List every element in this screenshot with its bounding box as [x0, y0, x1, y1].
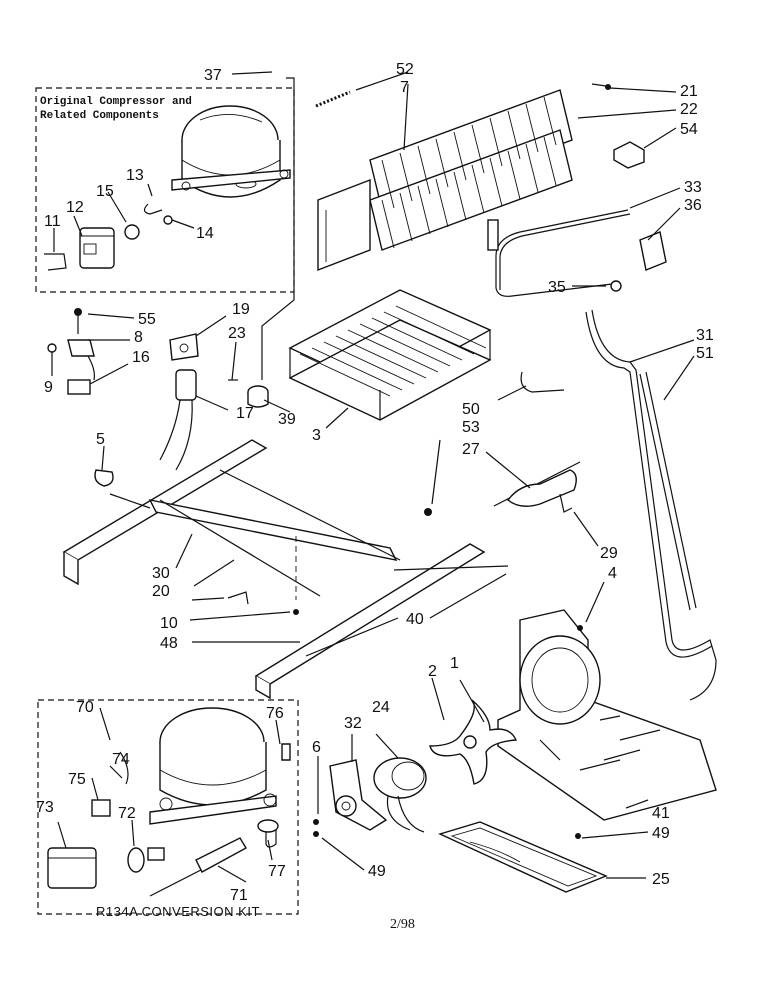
- leader-lines: [51, 71, 695, 883]
- callout-24: 24: [372, 699, 390, 716]
- screw-49: [313, 831, 319, 837]
- terminal-wire: [143, 203, 163, 215]
- base-frame: [62, 439, 509, 700]
- conversion-kit-title: R134A CONVERSION KIT: [96, 904, 260, 919]
- kit-drier-71: [149, 837, 247, 897]
- callout-55: 55: [138, 311, 156, 328]
- callout-9: 9: [44, 379, 53, 396]
- callout-35: 35: [548, 279, 566, 296]
- callout-13: 13: [126, 167, 144, 184]
- capacitor-assembly: [159, 333, 238, 471]
- drain-pan: [438, 821, 608, 893]
- wire-connector-set: [47, 308, 95, 395]
- callout-41: 41: [652, 805, 670, 822]
- hook-50: [520, 371, 565, 393]
- kit-overload-75: [91, 799, 111, 817]
- conversion-kit-box: R134A CONVERSION KIT: [37, 699, 299, 919]
- callout-17: 17: [236, 405, 254, 422]
- callout-5: 5: [96, 431, 105, 448]
- callout-2: 2: [428, 663, 437, 680]
- fan-motor-bracket: [497, 609, 717, 839]
- original-relay: [79, 227, 115, 269]
- block-54: [613, 141, 645, 169]
- callout-31: 31: [696, 327, 714, 344]
- drain-tube-assembly: [487, 209, 667, 297]
- callout-7: 7: [400, 79, 409, 96]
- callout-15: 15: [96, 183, 114, 200]
- drier-tube: [424, 461, 581, 516]
- callout-20: 20: [152, 583, 170, 600]
- callout-16: 16: [132, 349, 150, 366]
- screw-6: [313, 819, 319, 825]
- callout-52: 52: [396, 61, 414, 78]
- callout-30: 30: [152, 565, 170, 582]
- callout-75: 75: [68, 771, 86, 788]
- callout-48: 48: [160, 635, 178, 652]
- callout-49-left: 49: [368, 863, 386, 880]
- original-clip: [44, 253, 67, 271]
- original-overload: [124, 224, 140, 240]
- callout-11: 11: [44, 213, 61, 230]
- callout-22: 22: [680, 101, 698, 118]
- defrost-tube: [585, 309, 717, 701]
- callout-73: 73: [36, 799, 54, 816]
- callout-39: 39: [278, 411, 296, 428]
- page-number: 2/98: [390, 917, 415, 932]
- kit-grommet-77: [257, 819, 279, 833]
- callout-33: 33: [684, 179, 702, 196]
- callout-1: 1: [450, 655, 459, 672]
- callout-72: 72: [118, 805, 136, 822]
- callout-6: 6: [312, 739, 321, 756]
- callout-70: 70: [76, 699, 94, 716]
- screw-21: [591, 83, 607, 87]
- kit-compressor: [149, 707, 277, 825]
- callout-40: 40: [406, 611, 424, 628]
- callout-25: 25: [652, 871, 670, 888]
- fan-motor: [373, 757, 427, 833]
- callout-51: 51: [696, 345, 714, 362]
- callout-3: 3: [312, 427, 321, 444]
- fan-blade: [429, 699, 518, 785]
- original-compressor-box: Original Compressor and Related Componen…: [35, 87, 295, 293]
- kit-wire-74: [119, 751, 129, 785]
- callout-27: 27: [462, 441, 480, 458]
- callout-12: 12: [66, 199, 84, 216]
- original-box-title-line2: Related Components: [40, 110, 159, 122]
- evaporator-coil: [288, 289, 492, 421]
- callout-4: 4: [608, 565, 617, 582]
- callout-53: 53: [462, 419, 480, 436]
- callout-71: 71: [230, 887, 248, 904]
- kit-fitting-76: [281, 743, 291, 761]
- motor-bracket: [329, 759, 388, 831]
- original-box-title-line1: Original Compressor and: [40, 96, 192, 108]
- callout-10: 10: [160, 615, 178, 632]
- callout-21: 21: [680, 83, 698, 100]
- callout-49-right: 49: [652, 825, 670, 842]
- callout-8: 8: [134, 329, 143, 346]
- callout-37: 37: [204, 67, 222, 84]
- callout-23: 23: [228, 325, 246, 342]
- condenser-coil: [315, 89, 573, 272]
- callout-76: 76: [266, 705, 284, 722]
- callout-labels: 37 52 7 21 22 54 13 15 12 11 14 33 36 35…: [36, 61, 714, 904]
- original-compressor: [171, 105, 291, 198]
- terminal-nut: [163, 215, 173, 225]
- kit-relay-73: [47, 847, 97, 889]
- callout-77: 77: [268, 863, 286, 880]
- callout-19: 19: [232, 301, 250, 318]
- callout-14: 14: [196, 225, 214, 242]
- callout-50: 50: [462, 401, 480, 418]
- callout-36: 36: [684, 197, 702, 214]
- callout-29: 29: [600, 545, 618, 562]
- kit-clip-72: [127, 847, 145, 873]
- callout-32: 32: [344, 715, 362, 732]
- callout-74: 74: [112, 751, 130, 768]
- grommet-39: [247, 385, 269, 408]
- callout-54: 54: [680, 121, 698, 138]
